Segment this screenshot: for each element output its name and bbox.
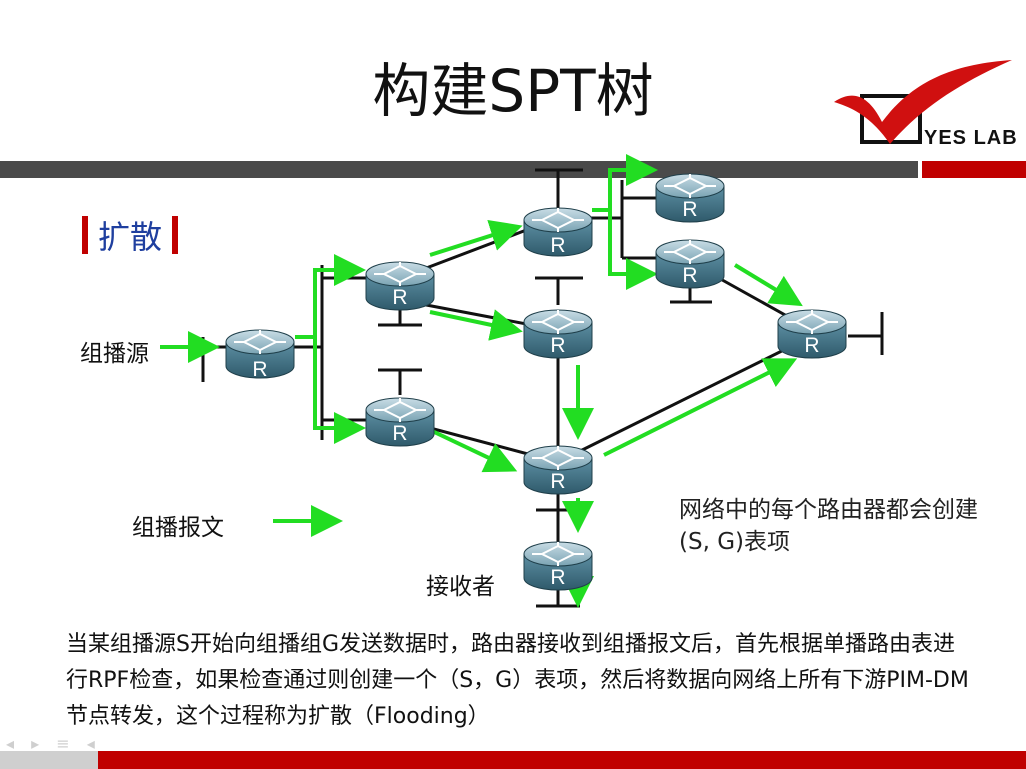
footer-gray-bar [0,751,98,769]
router-h: R [777,309,847,359]
router-label: R [682,198,697,221]
router-label: R [392,286,407,309]
flooding-arrows [160,154,803,608]
section-bar-right [172,216,179,254]
router-label: R [550,334,565,357]
router-label: R [392,422,407,445]
router-label: R [252,358,267,381]
router-g: R [655,239,725,289]
description-text: 当某组播源S开始向组播组G发送数据时，路由器接收到组播报文后，首先根据单播路由表… [66,632,969,729]
router-source: R [225,329,295,381]
footer-red-bar [98,751,1026,769]
router-label: R [550,470,565,493]
slide-nav-controls[interactable]: ◂ ▸ ≡ ◂ [6,734,101,753]
yes-lab-logo [834,60,1012,144]
router-a: R [365,261,435,311]
logo-text: YES LAB [924,127,1018,149]
router-label: R [804,334,819,357]
header-red-bar [922,161,1026,178]
page-title: 构建SPT树 [372,57,654,125]
section-heading: 扩散 [82,214,179,256]
router-label: R [682,264,697,287]
router-f: R [655,173,725,223]
section-title: 扩散 [98,218,163,256]
message-label: 组播报文 [132,515,224,541]
receiver-label: 接收者 [426,574,495,600]
router-c: R [523,207,593,257]
router-e: R [523,445,593,495]
source-label: 组播源 [80,341,149,367]
logo-checkmark [834,60,1012,144]
section-bar-left [82,216,88,254]
note-text: 网络中的每个路由器都会创建(S, G)表项 [679,497,978,555]
router-d: R [523,309,593,359]
router-label: R [550,234,565,257]
router-label: R [550,566,565,589]
router-b: R [365,397,435,447]
router-receiver: R [523,541,593,591]
